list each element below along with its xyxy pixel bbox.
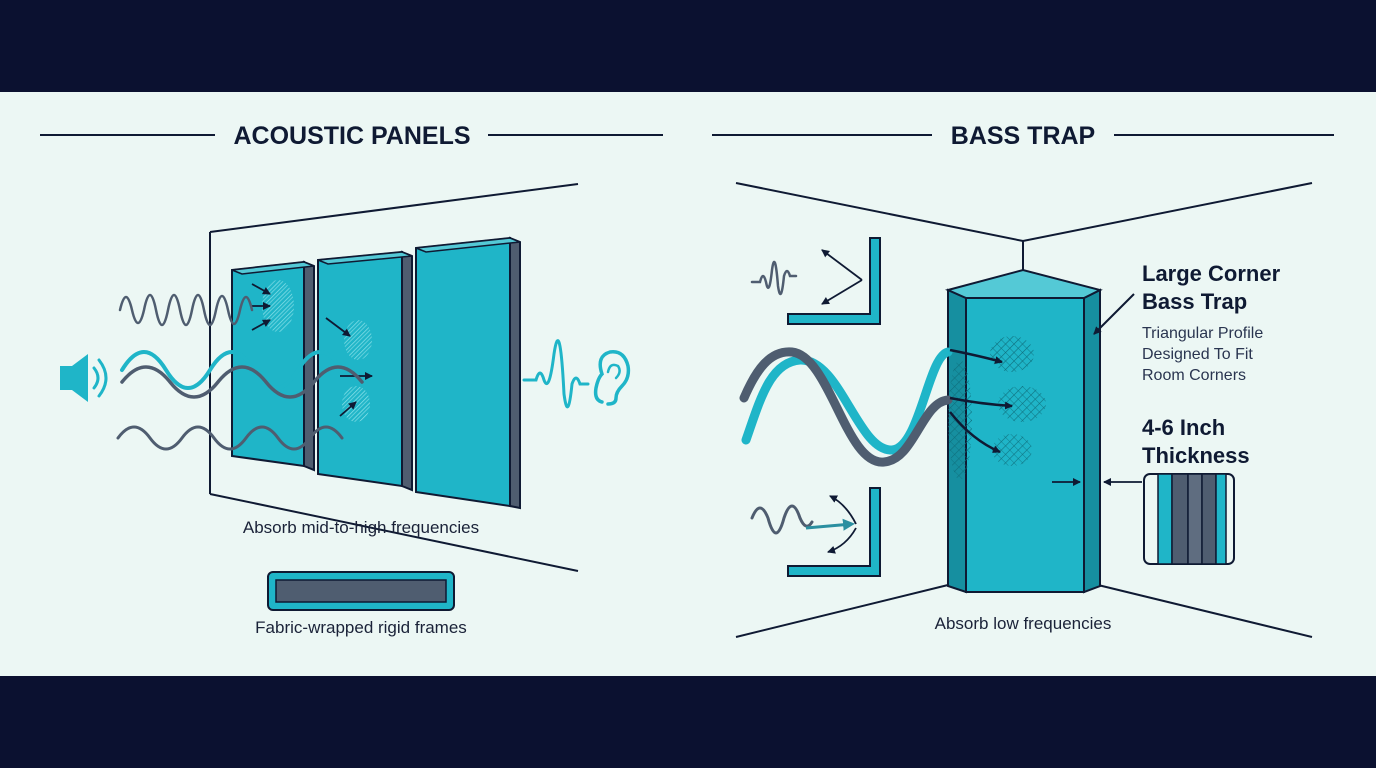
incoming-sound-waves (116, 293, 364, 451)
corner-bass-trap (945, 268, 1103, 594)
fabric-frame-caption: Fabric-wrapped rigid frames (255, 618, 467, 637)
acoustic-panel-2 (317, 250, 413, 492)
acoustic-panel-1 (231, 260, 315, 472)
fabric-frame-illustration (267, 571, 455, 611)
content-area (0, 92, 1376, 676)
profile-line2: Designed To Fit (1142, 346, 1253, 363)
reflection-diagram-top (750, 237, 881, 325)
low-frequency-waves (739, 347, 953, 467)
ear-icon (593, 350, 631, 406)
room-corner-outline (735, 182, 1313, 638)
profile-line3: Room Corners (1142, 367, 1246, 384)
bass-trap-title: BASS TRAP (951, 122, 1095, 150)
bass-trap-absorb-caption: Absorb low frequencies (935, 614, 1112, 633)
profile-line1: Triangular Profile (1142, 325, 1263, 342)
thickness-cross-section (1143, 473, 1235, 565)
thickness-line2: Thickness (1142, 443, 1250, 468)
trap-callout-arrow (1093, 293, 1135, 335)
acoustic-panel-3 (415, 236, 521, 510)
trap-heading-line2: Bass Trap (1142, 289, 1247, 314)
thickness-line1: 4-6 Inch (1142, 415, 1225, 440)
absorption-arrows (250, 283, 373, 417)
reduced-sound-wave (522, 339, 590, 409)
reflection-diagram-bottom (750, 487, 881, 577)
left-wall-outline (209, 183, 579, 572)
acoustic-panels-absorb-caption: Absorb mid-to-high frequencies (243, 518, 479, 537)
speaker-icon (60, 354, 108, 402)
acoustic-panels-title: ACOUSTIC PANELS (233, 122, 470, 150)
acoustic-panels-section: ACOUSTIC PANELS (40, 122, 663, 637)
bass-trap-section: BASS TRAP (712, 122, 1334, 638)
bass-absorption-arrows (949, 348, 1013, 454)
trap-heading-line1: Large Corner (1142, 261, 1281, 286)
